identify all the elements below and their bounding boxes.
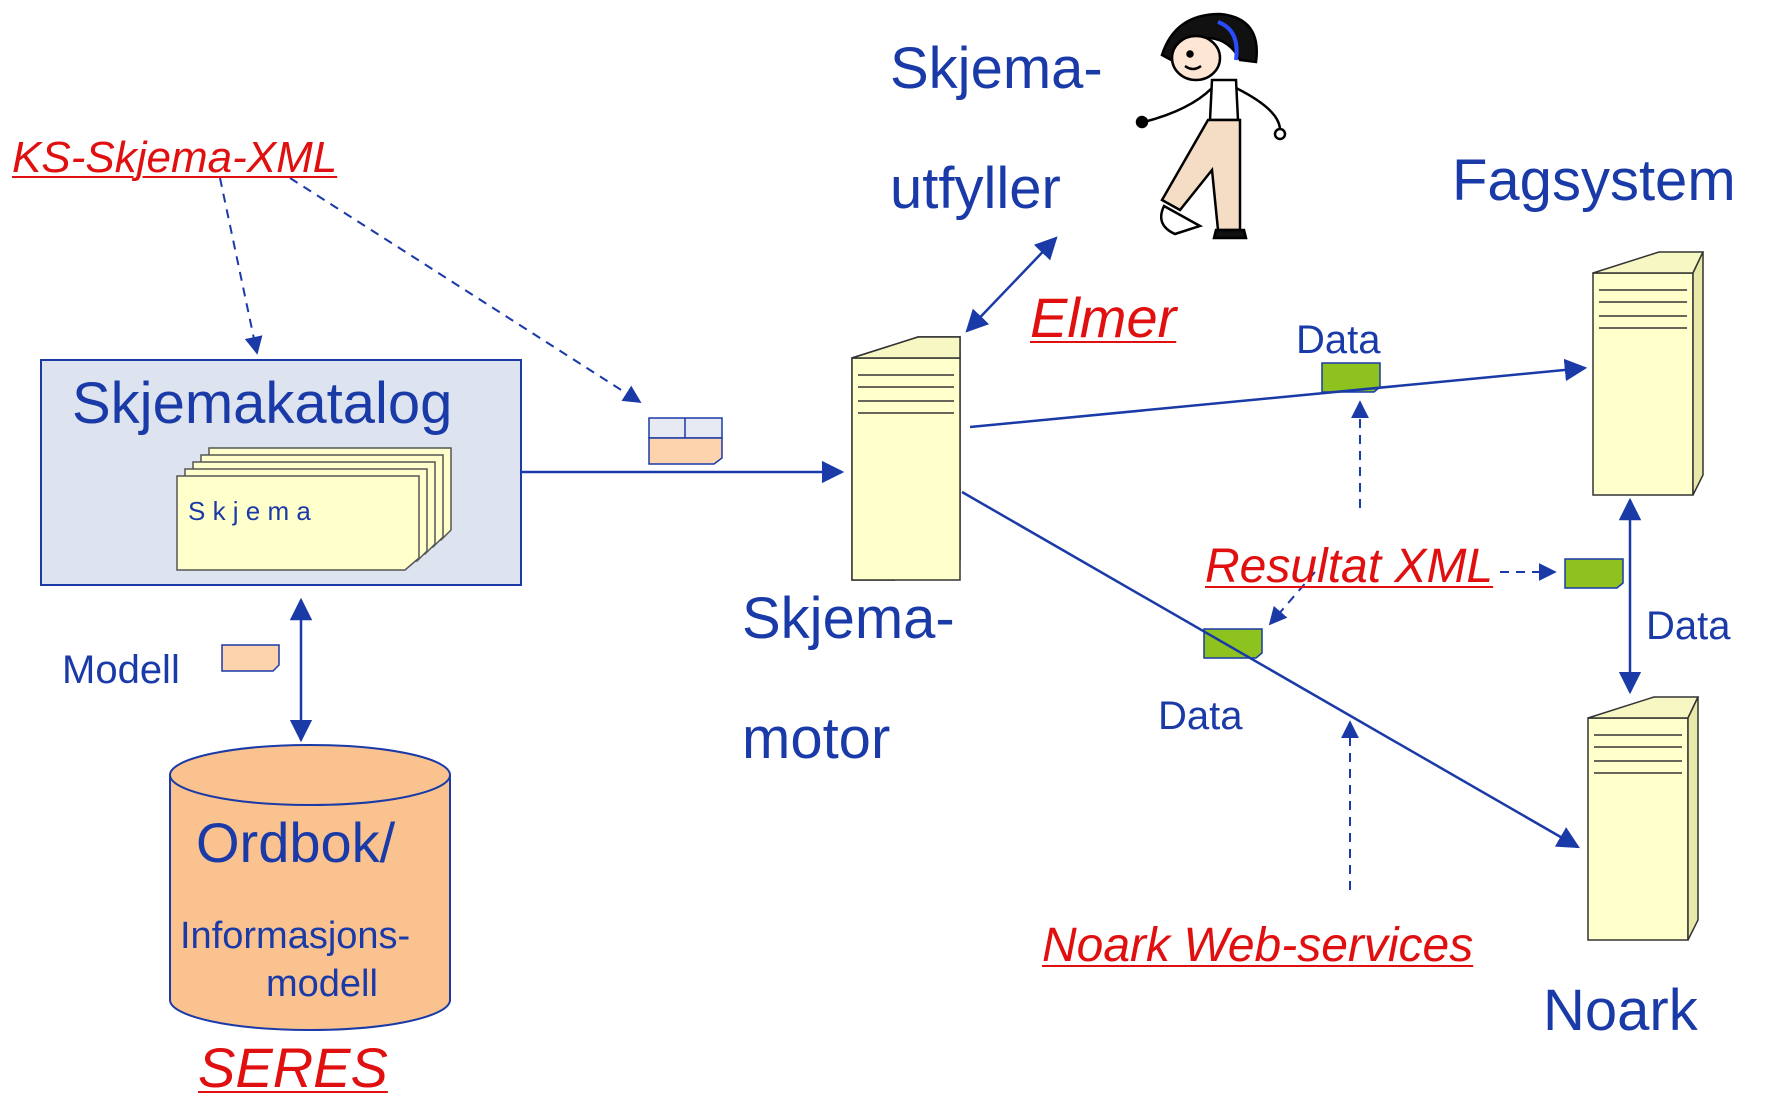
ordbok-label: Ordbok/ [196, 811, 396, 874]
informasjons-label: Informasjons- [180, 915, 411, 957]
noark-label: Noark [1543, 978, 1698, 1043]
ks-to-catalog-arrow [219, 177, 263, 355]
data-label-top: Data [1296, 318, 1381, 362]
skjemakatalog-title: Skjemakatalog [72, 371, 453, 436]
ks-to-form-arrow [289, 177, 642, 403]
form-icon [648, 417, 723, 465]
data-label-right: Data [1646, 604, 1731, 648]
skjema-doc-label: S k j e m a [188, 496, 311, 526]
modell-doc-icon [221, 644, 280, 672]
skjemamotor-line2: motor [742, 706, 891, 771]
skjemamotor-line1: Skjema- [742, 586, 955, 651]
schema-document-stack [176, 447, 452, 571]
data-label-mid: Data [1158, 694, 1243, 738]
motor-to-fagsystem-arrow [969, 358, 1588, 429]
resultat-to-mid-data-arrow [1268, 571, 1316, 626]
motor-person-arrow [965, 236, 1058, 333]
seres-link[interactable]: SERES [198, 1036, 388, 1099]
resultat-xml-link[interactable]: Resultat XML [1205, 540, 1494, 593]
modell2-label: modell [266, 963, 378, 1005]
elmer-link[interactable]: Elmer [1030, 286, 1177, 349]
noark-server [1587, 696, 1700, 941]
ks-schema-xml-link[interactable]: KS-Skjema-XML [12, 133, 338, 182]
noark-webservices-link[interactable]: Noark Web-services [1042, 919, 1474, 972]
data-packets [1203, 362, 1624, 659]
modell-label: Modell [62, 648, 180, 692]
motor-to-noark-arrow [961, 490, 1580, 849]
skjemautfyller-line2: utfyller [890, 156, 1061, 221]
fagsystem-label: Fagsystem [1452, 148, 1736, 213]
skjemautfyller-line1: Skjema- [890, 36, 1103, 101]
ordbok-database [169, 744, 451, 1031]
person-icon [1135, 12, 1287, 240]
skjemamotor-server-face [851, 336, 961, 581]
fagsystem-server [1592, 251, 1705, 496]
